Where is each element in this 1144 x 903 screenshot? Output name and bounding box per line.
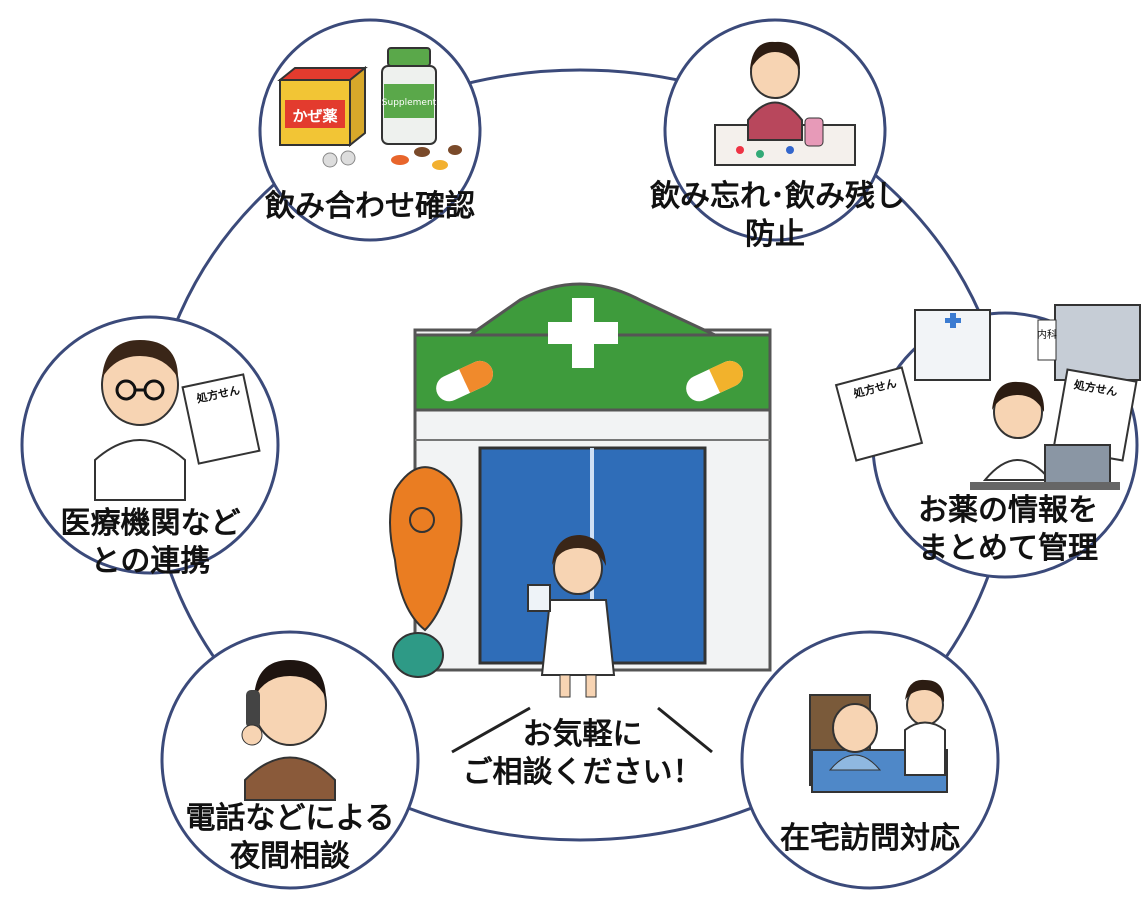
home-visit-icon (809, 679, 948, 793)
speech-line-left (451, 706, 531, 754)
supplement-label: Supplement (382, 98, 437, 108)
speech-line-right (657, 706, 713, 754)
label-med-info: お薬の情報を まとめて管理 (888, 492, 1128, 568)
clinic-sign: 内科 (1037, 328, 1057, 341)
pills-icon (322, 145, 462, 170)
center-message-line2: ご相談ください！ (462, 755, 703, 790)
label-med-info-line2: まとめて管理 (918, 531, 1098, 566)
label-medical-coop-line1: 医療機関など (60, 506, 241, 541)
label-night-consult-line1: 電話などによる (185, 801, 395, 836)
worried-woman-icon (714, 41, 856, 166)
cold-medicine-icon: かぜ薬 (277, 65, 368, 148)
label-missed-dose-line1: 飲み忘れ･飲み残し (650, 179, 905, 214)
label-home-visit: 在宅訪問対応 (760, 820, 980, 858)
pharmacist-computer-icon: 処方せん 処方せん (834, 366, 1138, 490)
node-medical-coop: 処方せん (20, 315, 280, 575)
label-home-visit-line1: 在宅訪問対応 (780, 821, 960, 856)
label-night-consult-line2: 夜間相談 (230, 839, 350, 874)
label-interaction-check-line1: 飲み合わせ確認 (265, 189, 475, 224)
label-interaction-check: 飲み合わせ確認 (255, 188, 485, 226)
label-med-info-line1: お薬の情報を (918, 493, 1098, 528)
hospital-icon: 内科 (914, 304, 1141, 381)
node-home-visit (740, 630, 1000, 890)
label-medical-coop-line2: との連携 (90, 544, 211, 579)
center-message-line1: お気軽に (522, 717, 643, 752)
center-message: お気軽に ご相談ください！ (455, 716, 710, 792)
node-night-consult (160, 630, 420, 890)
pharmacist-icon (527, 535, 616, 698)
frog-mascot-icon (389, 466, 463, 678)
label-missed-dose: 飲み忘れ･飲み残し 防止 (650, 178, 905, 254)
cold-medicine-label: かぜ薬 (292, 107, 337, 125)
node-interaction-check: かぜ薬 Supplement (258, 18, 482, 242)
node-med-info: 内科 処方せん 処方せん (834, 304, 1141, 579)
supplement-bottle-icon: Supplement (381, 47, 437, 145)
doctor-icon: 処方せん (94, 340, 261, 501)
label-medical-coop: 医療機関など との連携 (38, 505, 263, 581)
phone-man-icon (241, 660, 336, 801)
node-missed-dose (663, 18, 887, 242)
label-missed-dose-line2: 防止 (745, 217, 805, 252)
label-night-consult: 電話などによる 夜間相談 (170, 800, 410, 876)
